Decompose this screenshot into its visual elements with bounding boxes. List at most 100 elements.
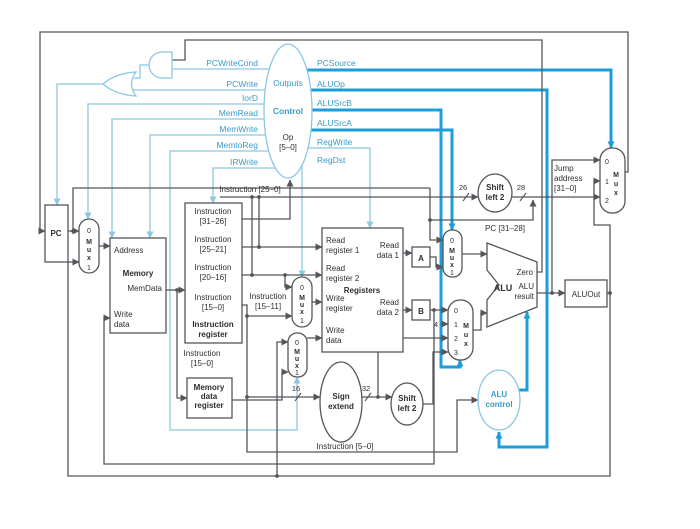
memory-box xyxy=(109,237,167,334)
label: Shift xyxy=(398,394,416,403)
label: Memory xyxy=(194,383,225,392)
memread-signal xyxy=(108,118,264,239)
bus-width-slash xyxy=(519,192,527,202)
label: 3 xyxy=(454,350,458,357)
and-gate xyxy=(148,51,173,79)
junction-dot xyxy=(376,395,380,399)
label: MemData xyxy=(127,284,162,293)
label: 4 xyxy=(434,320,438,329)
pcsource-signal xyxy=(307,68,615,149)
junction-dot xyxy=(283,273,287,277)
label: IorD xyxy=(242,93,258,103)
label: 1 xyxy=(605,179,609,186)
pc-box xyxy=(44,204,69,263)
label: Instruction xyxy=(250,292,287,301)
bus-width-slash xyxy=(364,392,372,402)
label: Read xyxy=(326,264,345,273)
bus-width-slash xyxy=(462,192,470,202)
label: 2 xyxy=(605,198,609,205)
label: result xyxy=(514,292,534,301)
alu-result-to-pcsource-mux xyxy=(551,156,601,293)
label: data xyxy=(201,392,218,401)
alu-control-oval xyxy=(477,369,521,431)
pc-31-28-join xyxy=(430,199,537,221)
or-to-pc-enable xyxy=(53,83,104,206)
iord-signal xyxy=(84,103,264,220)
label: PCWriteCond xyxy=(206,58,258,68)
label: M xyxy=(449,248,455,255)
label: x xyxy=(464,341,468,348)
label: MemWrite xyxy=(219,124,258,134)
pc-feedback xyxy=(38,31,629,235)
label: data xyxy=(326,336,342,345)
alusrcb-mux xyxy=(447,299,474,361)
label: u xyxy=(87,247,91,254)
label: [31–0] xyxy=(554,184,576,193)
label: x xyxy=(614,190,618,197)
label: Write xyxy=(326,326,345,335)
label: PC [31–28] xyxy=(485,224,525,233)
label: Read xyxy=(380,241,399,250)
label: register xyxy=(326,304,353,313)
label: A xyxy=(418,254,424,263)
label: 28 xyxy=(517,183,525,192)
label: M xyxy=(86,239,92,246)
alusrcb-signal xyxy=(312,108,464,369)
label: data 1 xyxy=(377,251,400,260)
label: 0 xyxy=(300,285,304,292)
label: ALUSrcA xyxy=(317,118,352,128)
label: [15–0] xyxy=(191,359,213,368)
alusrca-mux xyxy=(442,229,463,278)
a-to-alusrca-mux xyxy=(430,256,444,271)
or-gate xyxy=(101,71,138,97)
label: x xyxy=(450,262,454,269)
regdst-signal xyxy=(298,166,306,278)
alusrcb-mux-to-alu xyxy=(473,309,488,331)
aluop-signal xyxy=(311,88,549,449)
sign-extend-oval xyxy=(319,361,363,443)
label: RegWrite xyxy=(317,137,353,147)
label: 0 xyxy=(295,340,299,347)
label: u xyxy=(464,332,468,339)
label: Instruction xyxy=(195,235,232,244)
regwrite-signal xyxy=(308,147,374,229)
label: PCWrite xyxy=(227,79,259,89)
mdr-to-memtoreg-mux xyxy=(232,368,289,401)
label: Instruction xyxy=(195,207,232,216)
label: MemRead xyxy=(219,108,258,118)
and-to-or xyxy=(134,64,149,79)
label: M xyxy=(299,295,305,302)
label: [15–11] xyxy=(255,302,281,311)
label: Shift xyxy=(486,183,504,192)
label: data 2 xyxy=(377,308,400,317)
junction-dot xyxy=(245,314,249,318)
label: Sign xyxy=(332,392,349,401)
aluout-wrap xyxy=(67,258,611,477)
regdst-mux xyxy=(291,276,313,328)
junction-dot xyxy=(608,291,612,295)
junction-dot xyxy=(175,288,179,292)
label: 26 xyxy=(459,183,467,192)
ir-20-16-to-regdst-mux xyxy=(284,275,293,291)
label: ALUSrcB xyxy=(317,98,352,108)
bus-width-slash xyxy=(294,392,302,402)
label: Instruction xyxy=(195,263,232,272)
label: u xyxy=(295,356,299,363)
junction-dot xyxy=(432,308,436,312)
label: 16 xyxy=(292,384,300,393)
label: ALU xyxy=(491,390,508,399)
aluout-to-pcsource-mux xyxy=(593,177,611,293)
label: [25–21] xyxy=(200,245,227,254)
junction-dot xyxy=(428,218,432,222)
label: Registers xyxy=(344,286,381,295)
label: Memory xyxy=(123,269,154,278)
control-oval xyxy=(263,43,313,179)
ir-15-0-descent xyxy=(242,304,248,397)
label: u xyxy=(300,302,304,309)
pc-riser xyxy=(72,187,430,231)
label: ALUOp xyxy=(317,79,345,89)
label: RegDst xyxy=(317,155,346,165)
label: register xyxy=(194,401,223,410)
memdata-to-mdr xyxy=(176,290,188,402)
